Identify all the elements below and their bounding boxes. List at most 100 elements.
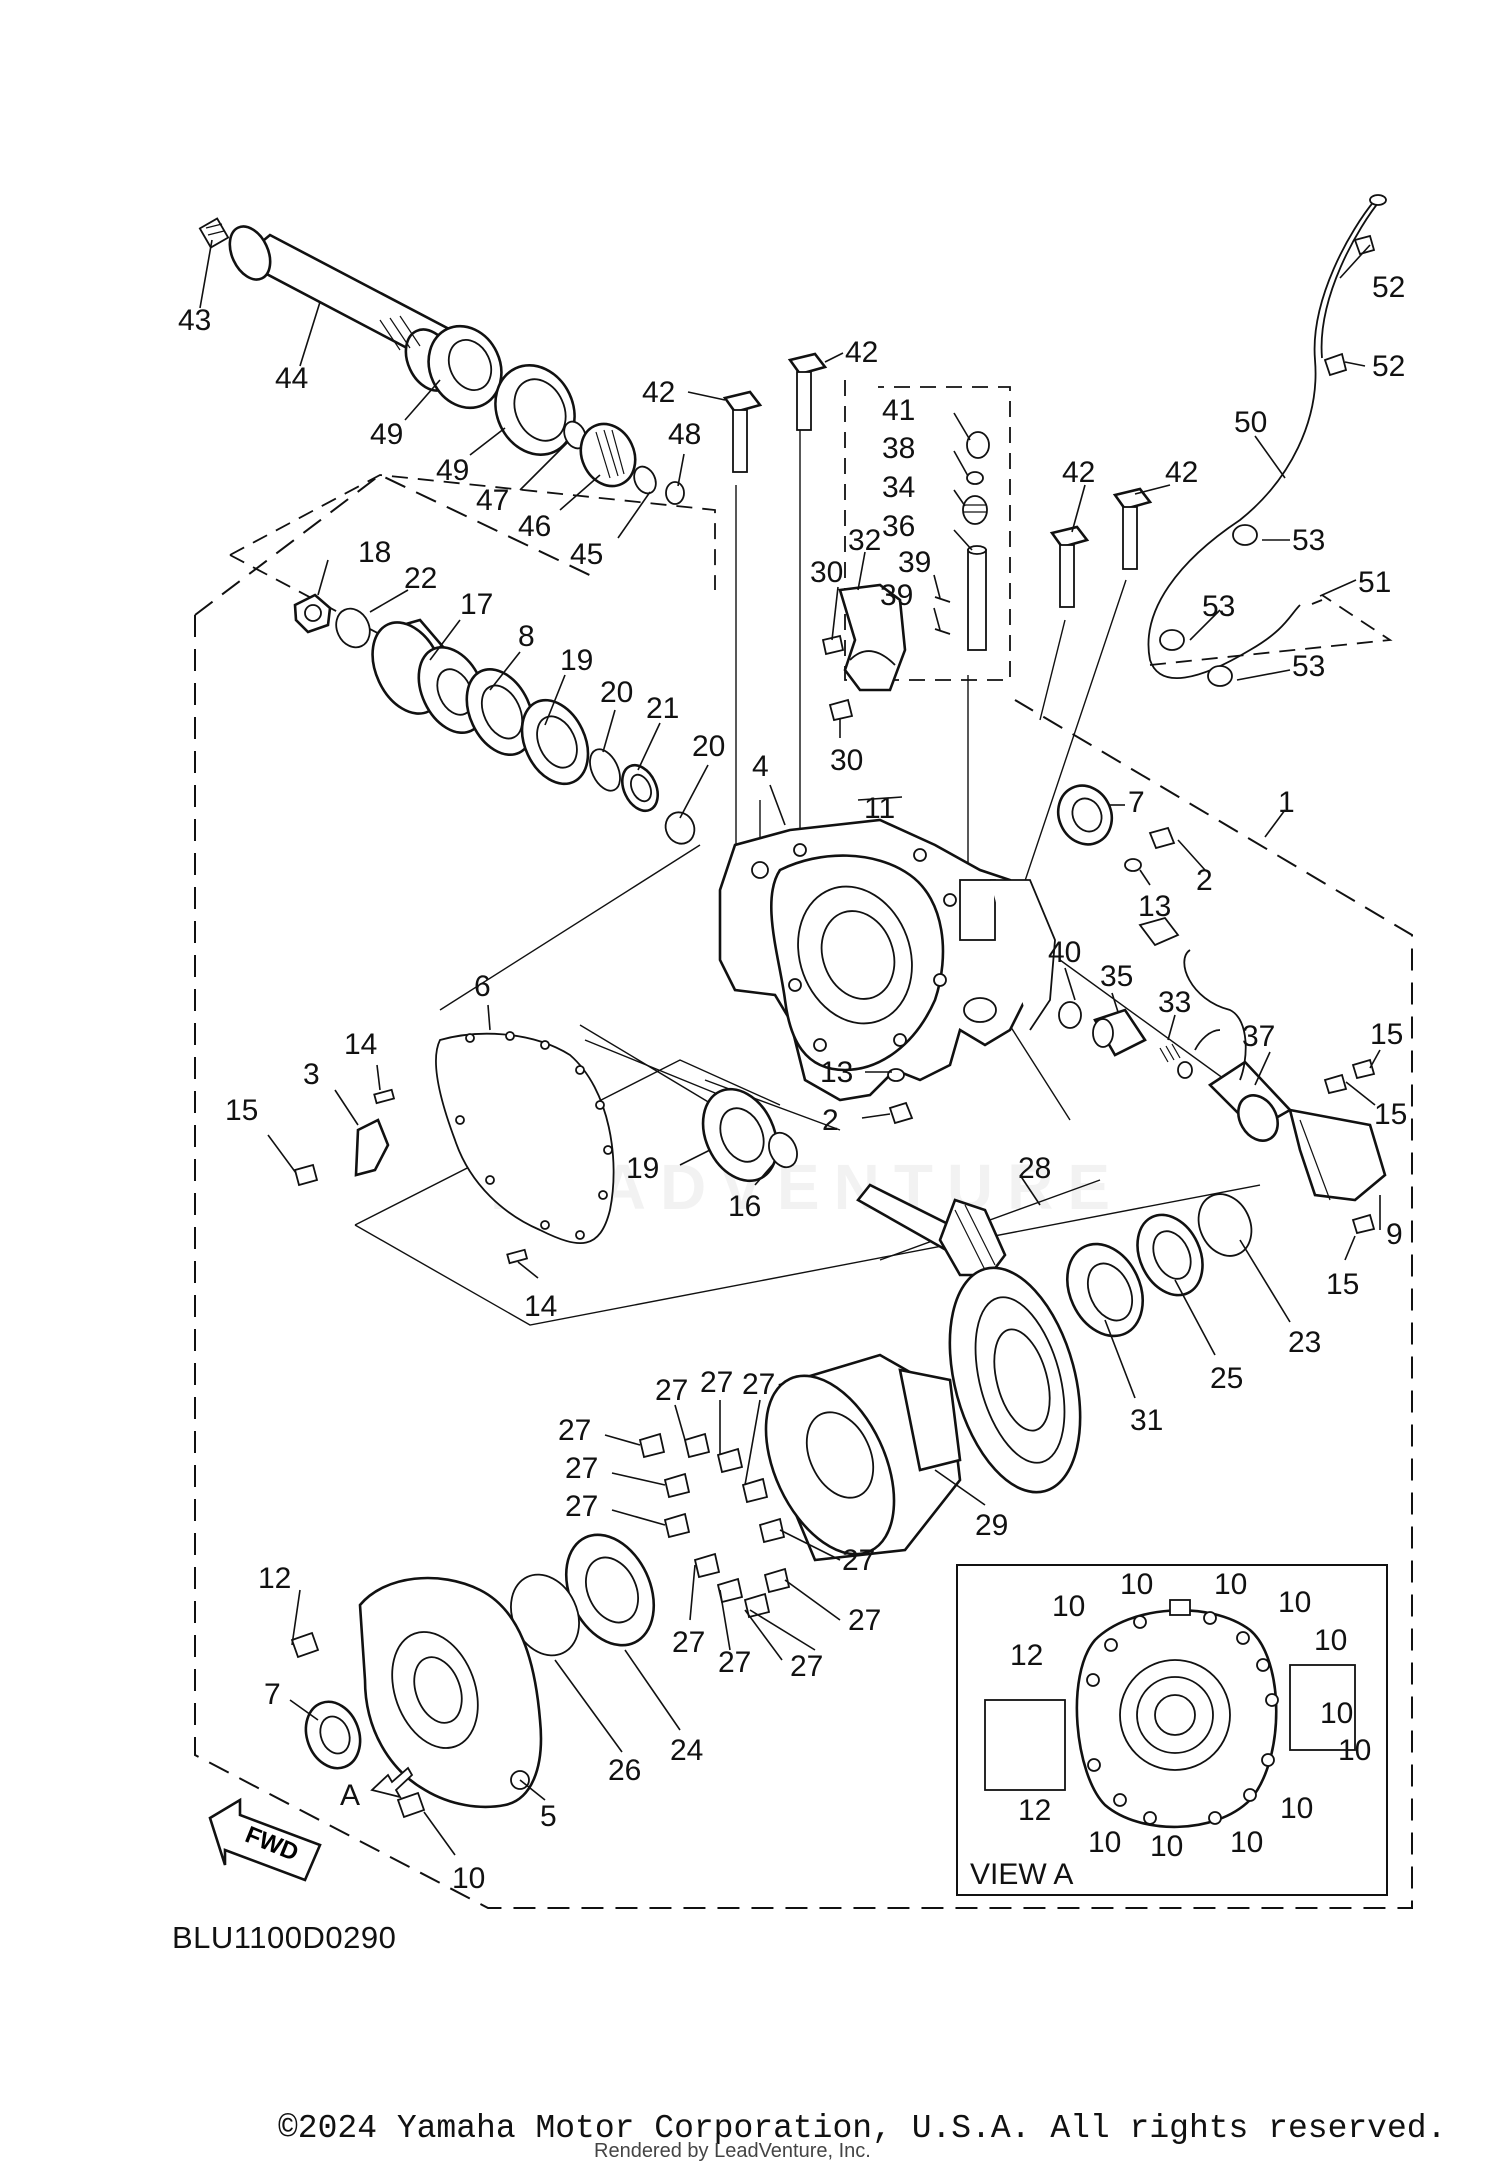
callout-label: 27 — [672, 1626, 705, 1659]
callout-label: 27 — [848, 1604, 881, 1637]
callout-label: 44 — [275, 362, 308, 395]
callout-label: 10 — [1320, 1697, 1353, 1730]
shim-16 — [768, 1131, 798, 1169]
callout-label: 14 — [344, 1028, 377, 1061]
bolt-15b — [1323, 1073, 1348, 1095]
callout-label: 30 — [810, 556, 843, 589]
callout-label: 36 — [882, 510, 915, 543]
callout-label: 10 — [1120, 1568, 1153, 1601]
lower-left-parts — [701, 1068, 914, 1183]
callout-label: 42 — [642, 376, 675, 409]
callout-label: 27 — [655, 1374, 688, 1407]
drive-shaft-assembly — [198, 217, 685, 505]
bolt-15a — [1351, 1058, 1376, 1080]
right-side-parts — [1056, 784, 1387, 1235]
callout-label: 27 — [842, 1544, 875, 1577]
spring-43 — [198, 217, 230, 249]
callout-label: 25 — [1210, 1362, 1243, 1395]
differential-case-29 — [764, 1353, 962, 1562]
view-a-arrow-label: A — [340, 1779, 360, 1812]
callout-label: 49 — [436, 454, 469, 487]
callout-label: 39 — [880, 579, 913, 612]
callout-label: 53 — [1292, 524, 1325, 557]
ring-gear — [948, 1266, 1082, 1494]
callout-label: 15 — [1326, 1268, 1359, 1301]
callout-label: 7 — [1128, 786, 1145, 819]
cap-41 — [966, 431, 990, 459]
bolt-42d — [1112, 487, 1153, 570]
callout-label: 12 — [1010, 1639, 1043, 1672]
view-a-inset — [956, 1564, 1388, 1896]
diagram-code: BLU1100D0290 — [172, 1920, 397, 1955]
bearing-19b — [701, 1087, 779, 1183]
shift-fork-32 — [838, 583, 907, 692]
shaft-36 — [967, 545, 987, 651]
clip-38 — [966, 471, 984, 485]
callout-label: 4 — [752, 750, 769, 783]
bolt-30b — [828, 698, 854, 722]
bolts-42 — [722, 352, 1153, 608]
oring-40 — [1058, 1001, 1082, 1029]
callout-label: 43 — [178, 304, 211, 337]
plug-2a — [1148, 826, 1176, 850]
callout-label: 12 — [258, 1562, 291, 1595]
callout-label: 53 — [1202, 590, 1235, 623]
callout-label: 34 — [882, 471, 915, 504]
callout-label: 14 — [524, 1290, 557, 1323]
oil-seal-7a — [1056, 784, 1114, 846]
pinion-bearing-stack — [293, 593, 696, 845]
callout-label: 27 — [558, 1414, 591, 1447]
callout-label: 28 — [1018, 1152, 1051, 1185]
callout-label: 8 — [518, 620, 535, 653]
pin-39a — [934, 596, 951, 603]
callout-label: 19 — [626, 1152, 659, 1185]
callout-label: 10 — [452, 1862, 485, 1895]
callout-label: 52 — [1372, 350, 1405, 383]
leader-lines — [199, 239, 1381, 1856]
cover-9 — [1288, 1108, 1387, 1202]
callout-label: 27 — [790, 1650, 823, 1683]
callout-label: 49 — [370, 418, 403, 451]
plug-48 — [665, 481, 685, 505]
bolt-12 — [290, 1631, 320, 1659]
callout-label: 10 — [1278, 1586, 1311, 1619]
oil-seal-7b — [304, 1700, 362, 1770]
gasket-area — [293, 1031, 615, 1265]
spring-34 — [962, 495, 988, 525]
pin-39b — [934, 628, 951, 635]
callout-label: 10 — [1280, 1792, 1313, 1825]
gear-case-cover-5 — [358, 1576, 543, 1809]
clamp-53b — [1159, 629, 1185, 651]
callout-label: 10 — [1088, 1826, 1121, 1859]
callout-label: 46 — [518, 510, 551, 543]
gasket-13a — [1124, 858, 1142, 872]
callout-label: 10 — [1230, 1826, 1263, 1859]
callout-label: 12 — [1018, 1794, 1051, 1827]
callout-label: 11 — [864, 792, 895, 825]
washer-22 — [335, 607, 371, 649]
callout-label: 10 — [1338, 1734, 1371, 1767]
bearing-25 — [1136, 1213, 1204, 1297]
shim-20a — [589, 748, 621, 792]
callout-label: 27 — [742, 1368, 775, 1401]
callout-label: 42 — [845, 336, 878, 369]
callout-label: 42 — [1165, 456, 1198, 489]
bolt-15d — [293, 1163, 319, 1187]
bearing-24 — [564, 1533, 656, 1647]
bolt-10 — [396, 1791, 426, 1819]
callout-label: 15 — [225, 1094, 258, 1127]
actuator-37 — [1138, 916, 1293, 1142]
clutch-hub-31 — [1066, 1242, 1144, 1338]
callout-label: 2 — [1196, 864, 1213, 897]
bearing-17 — [371, 618, 487, 735]
collar-21 — [621, 763, 659, 813]
callout-label: 23 — [1288, 1326, 1321, 1359]
rendered-by-notice: Rendered by LeadVenture, Inc. — [594, 2140, 871, 2162]
bolt-42c — [1049, 525, 1090, 608]
bolts-27 — [638, 1432, 791, 1619]
gear-case-4 — [718, 818, 1056, 1102]
callout-label: 40 — [1048, 936, 1081, 969]
callout-label: 27 — [718, 1646, 751, 1679]
callout-label: 7 — [264, 1678, 281, 1711]
bolt-42b — [787, 352, 828, 431]
